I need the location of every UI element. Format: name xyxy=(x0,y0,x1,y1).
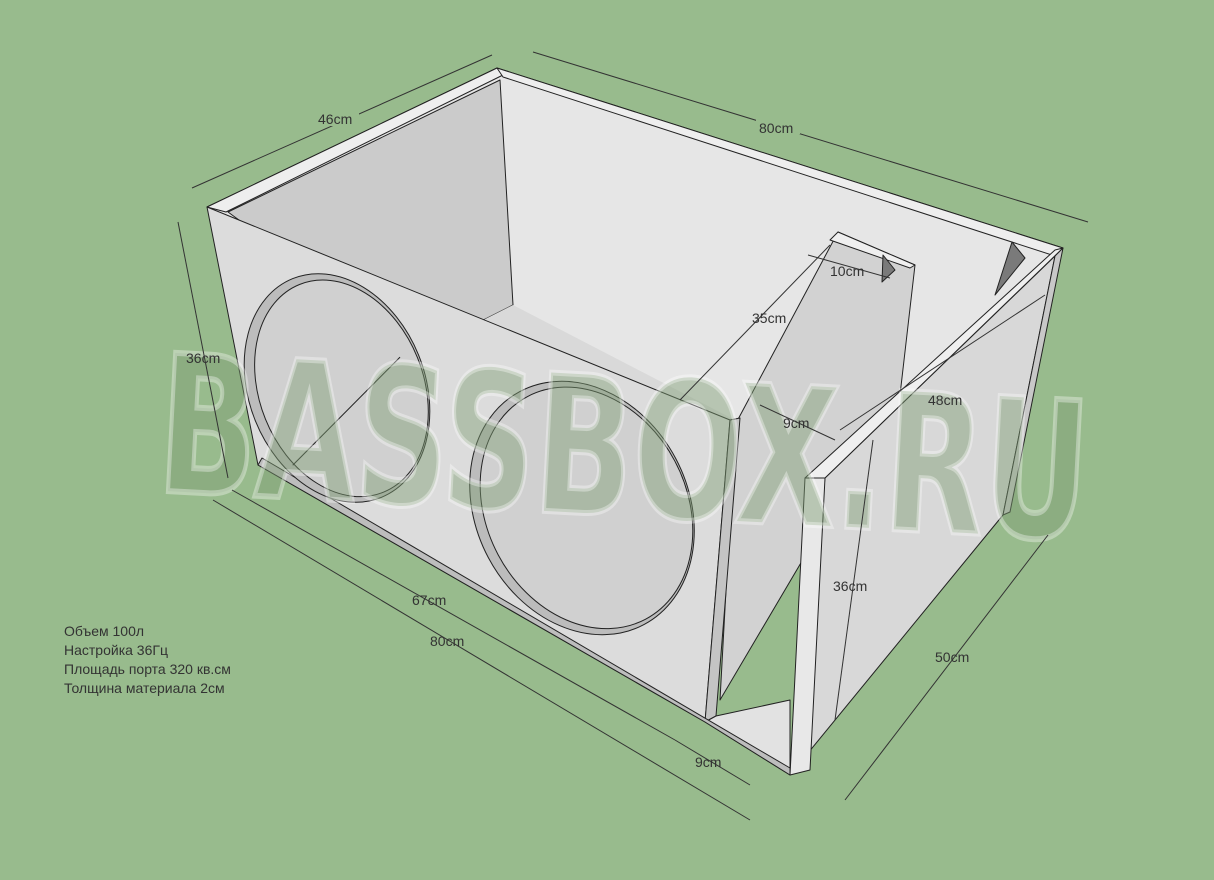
spec-tuning: Настройка 36Гц xyxy=(64,642,168,658)
dim-port-bottom: 9cm xyxy=(695,754,721,770)
speaker-hole-1 xyxy=(243,273,431,503)
dim-port-width: 10cm xyxy=(830,263,864,279)
back-port-shadow xyxy=(994,241,1026,296)
dimension-lines xyxy=(177,51,1089,821)
watermark: BASSBOX.RU xyxy=(154,315,1094,584)
dim-length-bottom: 80cm xyxy=(430,633,464,649)
dim-height-left: 36cm xyxy=(186,350,220,366)
dim-port-depth: 35cm xyxy=(752,310,786,326)
dim-length-top: 80cm xyxy=(759,120,793,136)
speaker-hole-2 xyxy=(469,380,695,636)
spec-volume: Объем 100л xyxy=(64,623,145,639)
dim-depth-bottom: 50cm xyxy=(935,649,969,665)
dim-width-top: 46cm xyxy=(318,111,352,127)
dim-inner-length: 67cm xyxy=(412,592,446,608)
spec-thickness: Толщина материала 2см xyxy=(64,680,225,696)
dim-port-gap: 9cm xyxy=(783,415,809,431)
dim-port-length: 48cm xyxy=(928,392,962,408)
dim-height-port: 36cm xyxy=(833,578,867,594)
right-panel-front-edge xyxy=(789,477,826,776)
port-divider-inner-shadow xyxy=(881,254,896,283)
right-outer-edge xyxy=(1002,247,1064,516)
port-divider-top xyxy=(829,231,916,269)
box-specs: Объем 100л Настройка 36Гц Площадь порта … xyxy=(64,622,231,698)
spec-port-area: Площадь порта 320 кв.см xyxy=(64,661,231,677)
